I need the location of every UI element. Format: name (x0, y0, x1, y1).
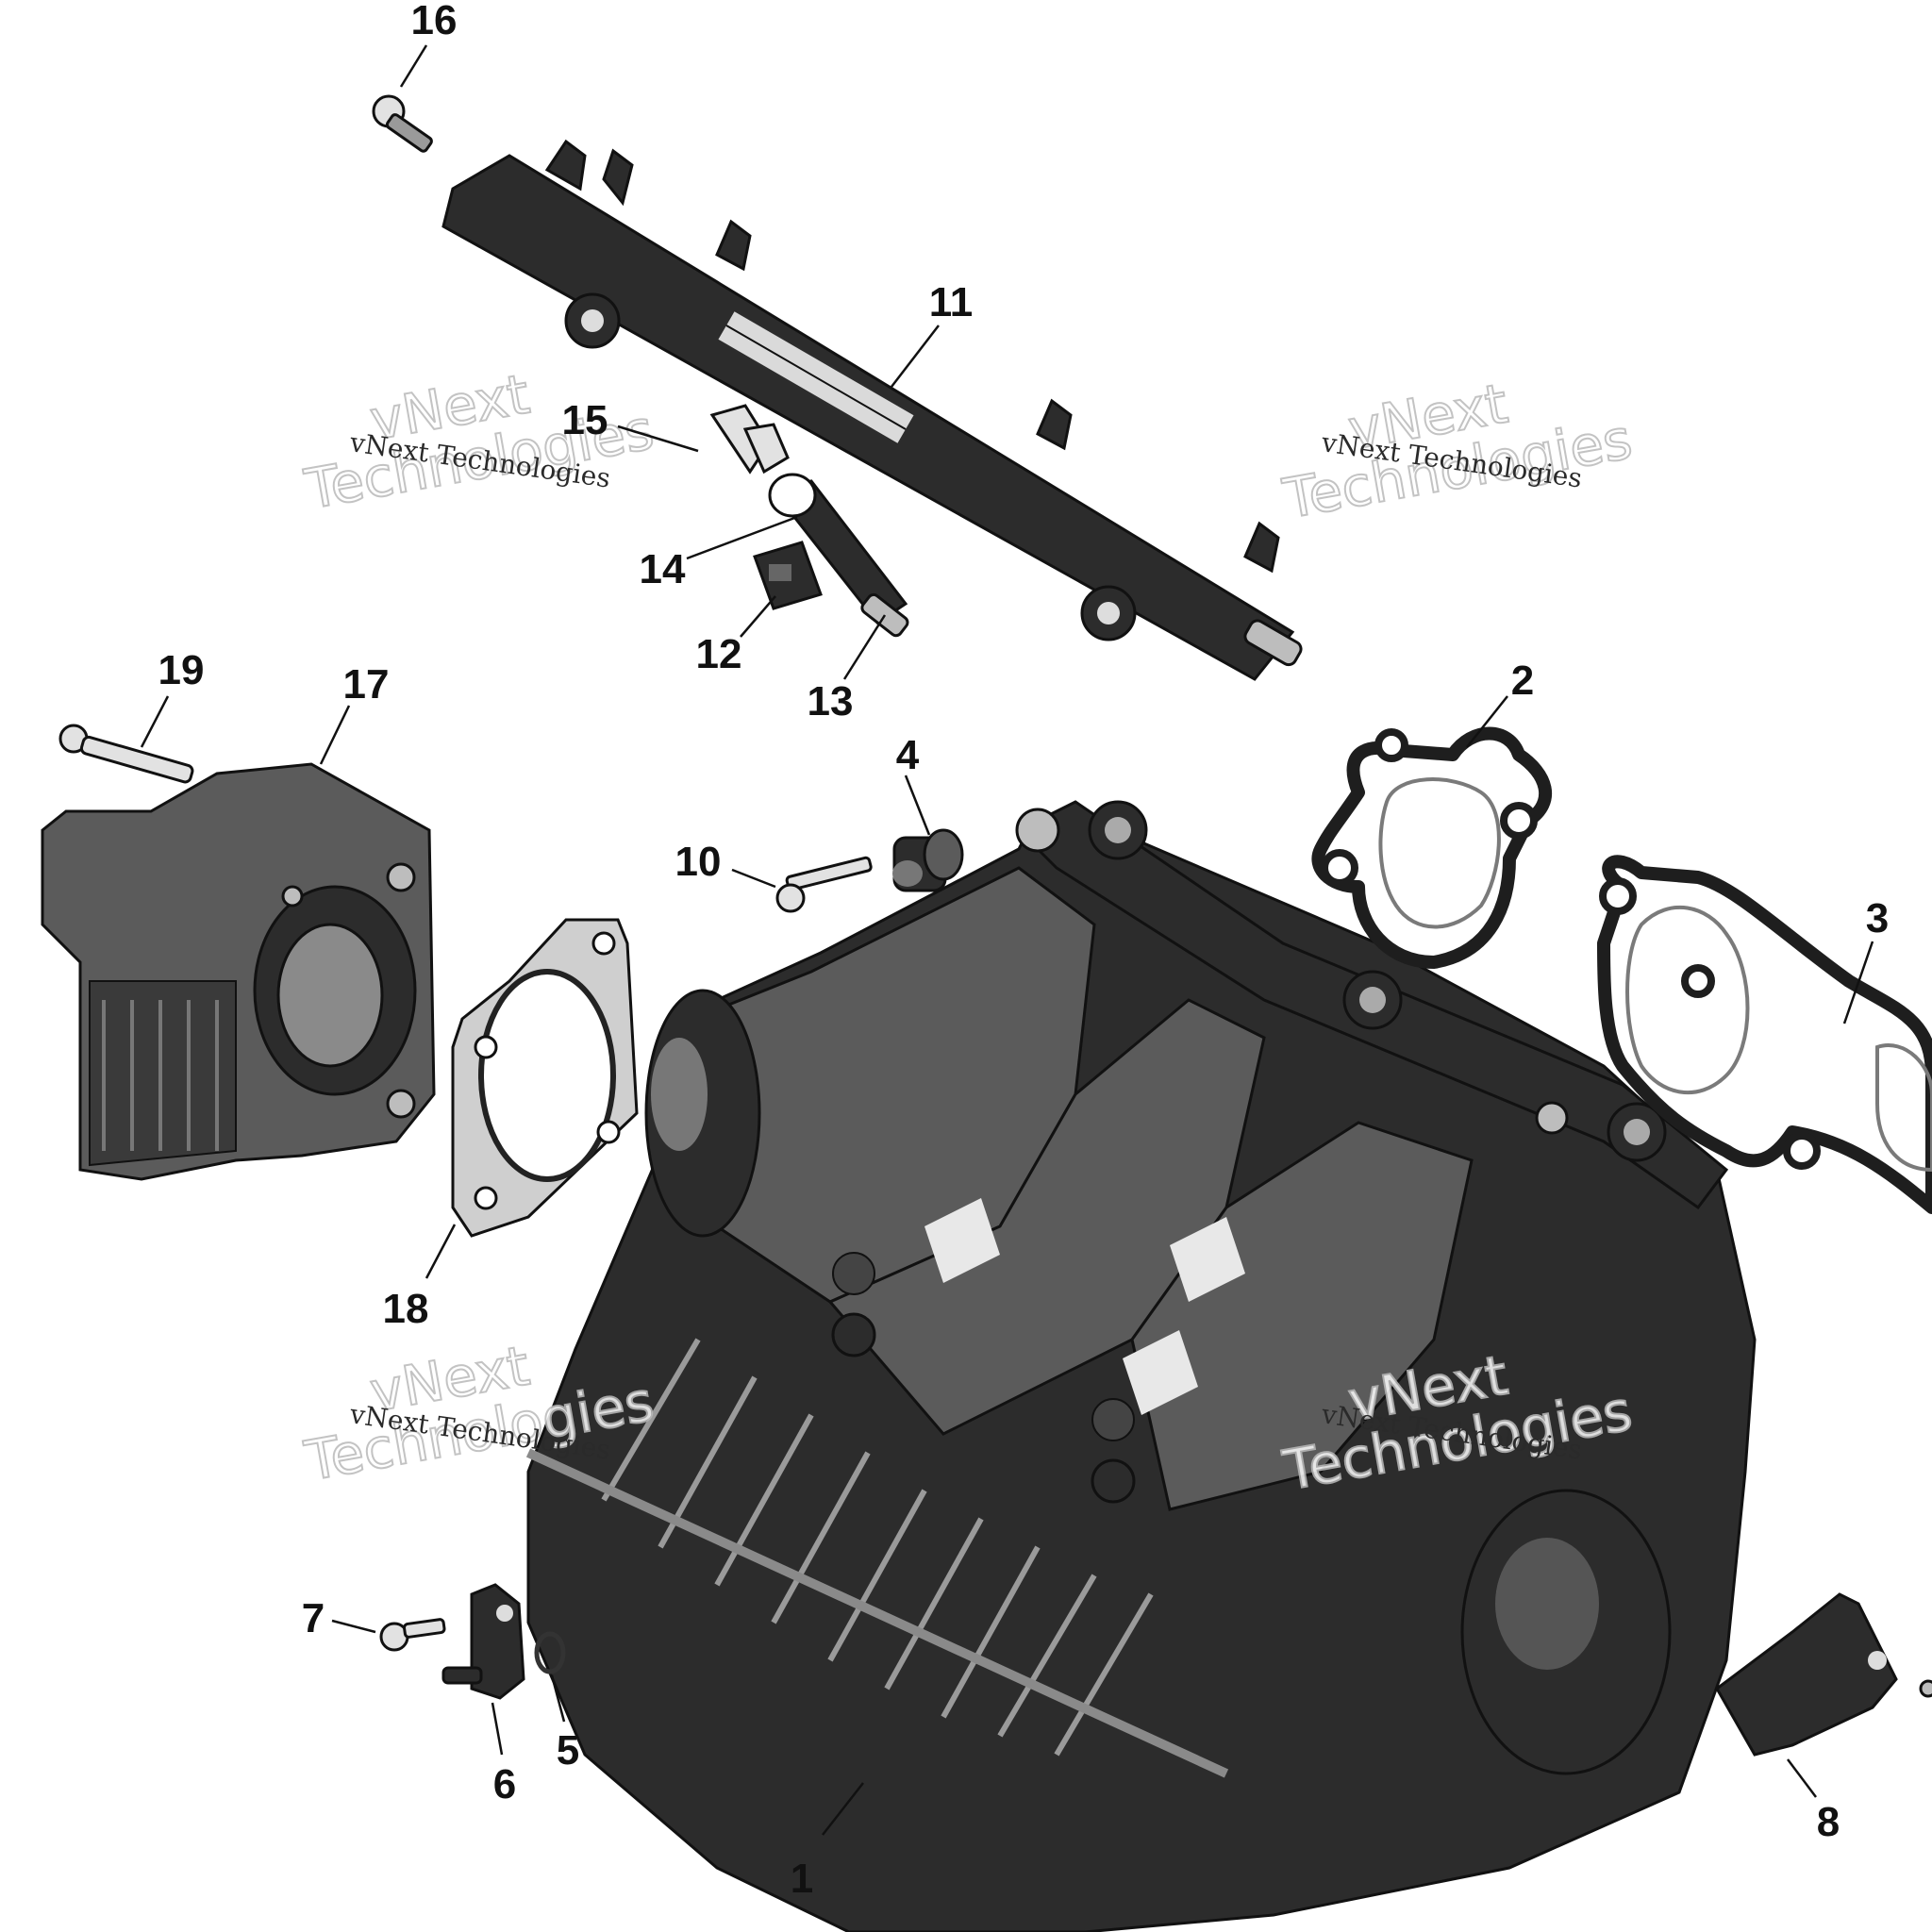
leader-line-3 (1842, 941, 1874, 1024)
leader-line-2 (1466, 695, 1508, 748)
callout-7: 7 (302, 1595, 325, 1641)
leader-line-10 (731, 868, 776, 889)
callout-3: 3 (1866, 895, 1889, 941)
callout-8: 8 (1817, 1799, 1840, 1845)
callout-6: 6 (493, 1761, 516, 1807)
callout-12: 12 (696, 631, 742, 677)
leader-line-5 (550, 1674, 566, 1723)
leader-line-18 (425, 1224, 457, 1279)
o-ring-5-part (534, 1631, 566, 1674)
gasket-3-part (1597, 855, 1932, 1214)
callout-19: 19 (158, 647, 205, 693)
fuel-injector-part (753, 473, 909, 638)
leader-line-7 (331, 1619, 376, 1634)
leader-line-12 (740, 595, 776, 638)
callout-13: 13 (808, 678, 854, 724)
callout-4: 4 (896, 732, 920, 778)
callout-17: 17 (343, 661, 390, 708)
leader-line-15 (617, 425, 699, 453)
callout-18: 18 (383, 1286, 429, 1332)
callout-1: 1 (791, 1856, 813, 1902)
leader-line-4 (904, 774, 931, 836)
leader-line-13 (842, 614, 887, 680)
callout-11: 11 (929, 279, 974, 325)
sensor-8-part (1715, 1592, 1932, 1757)
intake-manifold-part (525, 800, 1757, 1932)
leader-line-11 (891, 325, 940, 388)
leader-line-19 (140, 695, 170, 748)
fuel-rail-part (441, 139, 1303, 681)
gasket-2-part (1311, 726, 1552, 969)
callout-15: 15 (562, 397, 608, 443)
screw-16-part (372, 94, 433, 153)
grommet-4-part (892, 828, 964, 892)
screw-19-part (58, 724, 194, 784)
throttle-gasket-part (451, 918, 639, 1238)
throttle-body-part (41, 762, 436, 1181)
clip-15-part (709, 404, 790, 475)
screw-10-part (775, 856, 873, 913)
callout-14: 14 (640, 546, 686, 592)
leader-line-1 (822, 1782, 864, 1836)
callout-labels: 1 2 3 4 5 6 7 8 10 11 12 13 14 15 16 17 … (158, 0, 1890, 1902)
leader-line-14 (686, 515, 798, 560)
screw-7-part (379, 1618, 446, 1652)
callout-5: 5 (557, 1727, 579, 1774)
sensor-6-part (441, 1583, 525, 1700)
leader-line-17 (319, 705, 351, 765)
leader-line-6 (491, 1702, 504, 1756)
leader-line-8 (1787, 1758, 1817, 1798)
callout-2: 2 (1511, 658, 1534, 704)
callout-16: 16 (411, 0, 458, 43)
callout-10: 10 (675, 839, 722, 885)
leader-line-16 (399, 44, 428, 88)
leader-lines (140, 44, 1874, 1836)
